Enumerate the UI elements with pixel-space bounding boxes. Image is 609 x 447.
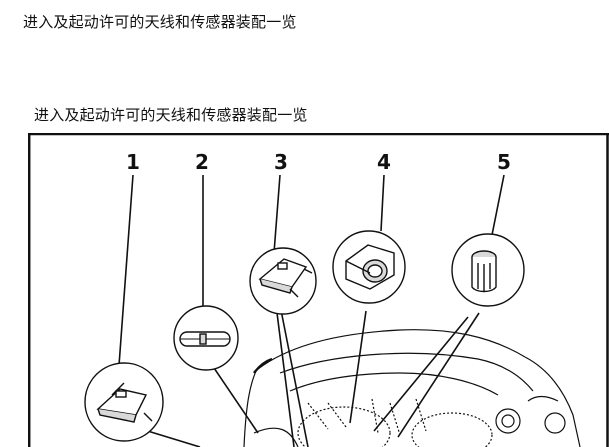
part-1-antenna: [84, 362, 164, 442]
callout-number-1: 1: [126, 150, 140, 174]
leader-lines: [117, 174, 505, 447]
part-4-start-button-sensor: [332, 230, 406, 304]
part-3-antenna: [249, 247, 317, 315]
callout-number-3: 3: [274, 150, 288, 174]
callout-number-4: 4: [377, 150, 391, 174]
diagram-figure: 1 2 3 4 5: [28, 133, 609, 447]
callout-number-5: 5: [497, 150, 511, 174]
part-2-antenna: [173, 305, 239, 371]
vehicle-interior-outline: [243, 329, 581, 447]
callout-number-2: 2: [195, 150, 209, 174]
page-heading: 进入及起动许可的天线和传感器装配一览: [23, 13, 297, 31]
part-5-lock-cylinder: [451, 233, 525, 307]
figure-caption: 进入及起动许可的天线和传感器装配一览: [34, 106, 308, 124]
antenna-sensor-diagram: 1 2 3 4 5: [28, 133, 609, 447]
